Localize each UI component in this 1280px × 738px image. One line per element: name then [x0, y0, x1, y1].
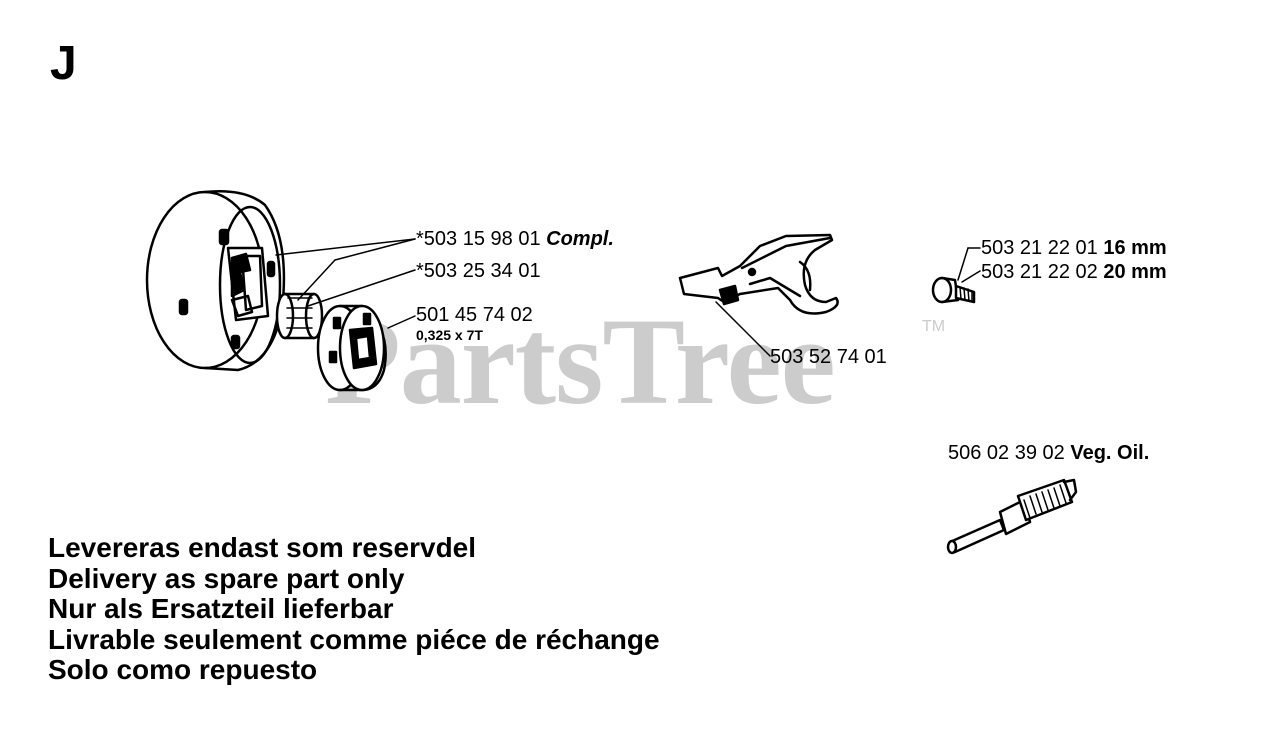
note-german: Nur als Ersatzteil lieferbar [48, 593, 394, 624]
partstree-watermark: PartsTree [325, 293, 836, 430]
callout-oil-pump-drive: 506 02 39 02 Veg. Oil. [948, 443, 1149, 463]
part-size: 16 mm [1103, 237, 1167, 259]
part-suffix: Compl. [546, 228, 614, 250]
callout-clutch-drum: *503 15 98 01 Compl. [416, 229, 614, 249]
needle-bearing-drawing [275, 292, 324, 340]
part-number: 503 21 22 01 [981, 237, 1098, 259]
part-number: *503 25 34 01 [416, 260, 541, 282]
part-number: 506 02 39 02 [948, 442, 1065, 464]
callout-rim-sprocket: 501 45 74 02 [416, 305, 533, 325]
delivery-notes: Levereras endast som reservdel Delivery … [48, 532, 660, 686]
part-number: 503 52 74 01 [770, 346, 887, 368]
oil-pump-drive-drawing [946, 478, 1078, 555]
callout-chain-catcher: 503 52 74 01 [770, 347, 887, 367]
watermark-trademark: TM [922, 318, 946, 335]
clutch-drum-drawing [145, 190, 286, 372]
callout-screw-16mm: 503 21 22 01 16 mm [981, 238, 1167, 258]
note-spanish: Solo como repuesto [48, 654, 318, 685]
note-english: Delivery as spare part only [48, 562, 405, 594]
part-number: 503 21 22 02 [981, 261, 1098, 283]
section-letter: J [50, 37, 77, 90]
note-swedish: Levereras endast som reservdel [48, 532, 477, 563]
note-french: Livrable seulement comme piéce de réchan… [48, 623, 660, 655]
rim-sprocket-spec: 0,325 x 7T [416, 327, 483, 343]
screw-drawing [931, 276, 976, 304]
chain-catcher-drawing [678, 233, 839, 315]
part-number: 501 45 74 02 [416, 304, 533, 326]
part-suffix: Veg. Oil. [1070, 442, 1150, 464]
leader-lines [275, 238, 981, 357]
part-number: *503 15 98 01 [416, 228, 541, 250]
callout-needle-bearing: *503 25 34 01 [416, 261, 541, 281]
rim-sprocket-drawing [316, 304, 387, 392]
callout-screw-20mm: 503 21 22 02 20 mm [981, 262, 1167, 282]
part-size: 20 mm [1103, 261, 1167, 283]
